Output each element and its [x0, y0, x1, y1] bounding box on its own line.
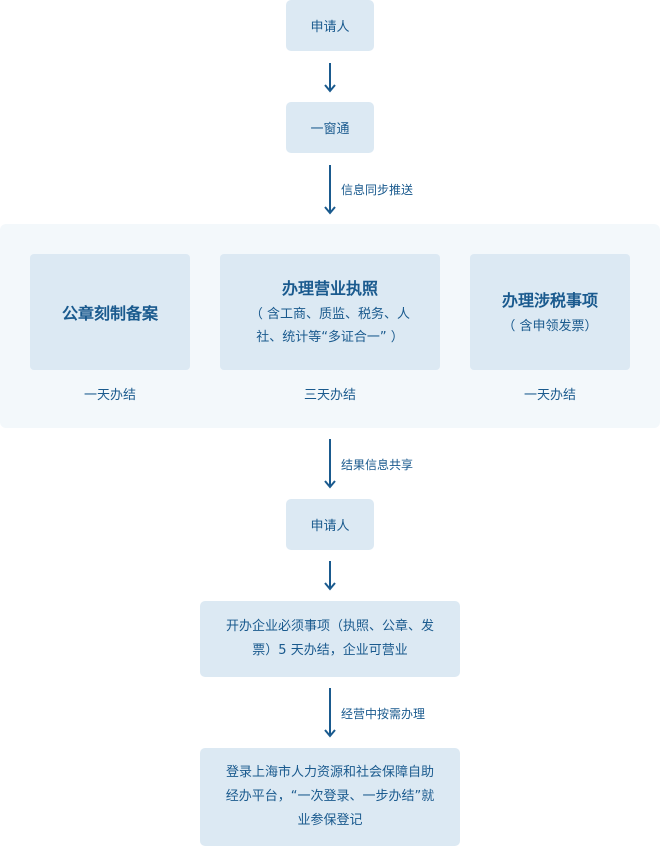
card-title: 办理涉税事项: [501, 290, 598, 310]
card-seal-filing: 公章刻制备案: [30, 254, 190, 370]
node-applicant-mid: 申请人: [286, 499, 374, 550]
arrow-down-icon: [324, 439, 336, 489]
card-duration: 一天办结: [83, 388, 136, 403]
node-open-business: 开办企业必须事项（执照、公章、发票）5 天办结，企业可营业: [200, 601, 460, 677]
edge-label-info-sync: 信息同步推送: [341, 183, 414, 197]
node-label: 申请人: [310, 20, 350, 35]
card-title: 公章刻制备案: [61, 304, 158, 323]
card-title: 办理营业执照: [281, 279, 378, 298]
card-subtitle: （ 含申领发票）: [502, 318, 598, 334]
node-social-security: 登录上海市人力资源和社会保障自助经办平台，“一次登录、一步办结”就业参保登记: [200, 748, 460, 846]
edge-label-as-needed: 经营中按需办理: [341, 707, 426, 721]
card-subtitle: （ 含工商、质监、税务、人社、统计等“多证合一” ）: [249, 307, 411, 345]
arrow-down-icon: [324, 561, 336, 591]
card-duration: 三天办结: [303, 388, 356, 403]
node-one-window: 一窗通: [286, 102, 374, 153]
card-business-license: 办理营业执照 （ 含工商、质监、税务、人社、统计等“多证合一” ）: [220, 254, 440, 370]
card-tax-matters: 办理涉税事项 （ 含申领发票）: [470, 254, 630, 370]
node-applicant-top: 申请人: [286, 0, 374, 51]
node-label: 登录上海市人力资源和社会保障自助经办平台，“一次登录、一步办结”就业参保登记: [225, 765, 435, 828]
node-label: 一窗通: [310, 122, 350, 137]
node-label: 申请人: [310, 519, 350, 534]
arrow-down-icon: [324, 688, 336, 738]
card-duration: 一天办结: [523, 388, 576, 403]
edge-label-result-share: 结果信息共享: [341, 458, 414, 472]
arrow-down-icon: [324, 165, 336, 215]
node-label: 开办企业必须事项（执照、公章、发票）5 天办结，企业可营业: [225, 619, 434, 658]
arrow-down-icon: [324, 63, 336, 93]
